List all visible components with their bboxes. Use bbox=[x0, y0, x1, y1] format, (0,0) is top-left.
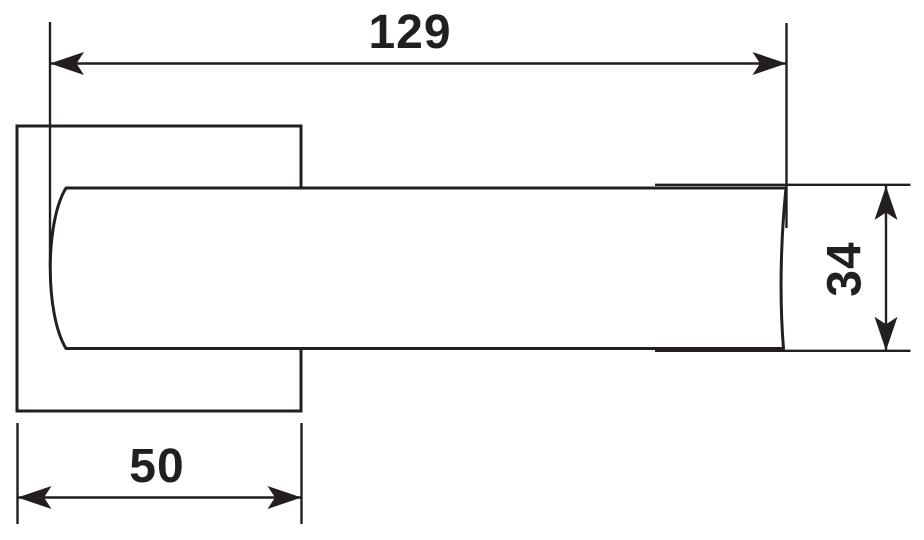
dimension-label-overall-length: 129 bbox=[368, 6, 451, 59]
dimension-grip-height-extensions bbox=[655, 183, 911, 352]
arrowhead-down-icon bbox=[874, 316, 898, 351]
arrowhead-right-icon bbox=[752, 52, 787, 75]
dimension-label-grip-height: 34 bbox=[819, 241, 872, 296]
dimension-overall-length bbox=[48, 22, 788, 267]
arrowhead-up-icon bbox=[874, 186, 898, 220]
dimension-label-rose-width: 50 bbox=[129, 440, 184, 493]
lever-grip-outline bbox=[48, 186, 788, 350]
arrowhead-left-icon bbox=[17, 486, 52, 509]
arrowhead-left-icon bbox=[50, 52, 84, 75]
dimension-rose-width bbox=[16, 423, 303, 524]
arrowhead-right-icon bbox=[267, 486, 302, 509]
